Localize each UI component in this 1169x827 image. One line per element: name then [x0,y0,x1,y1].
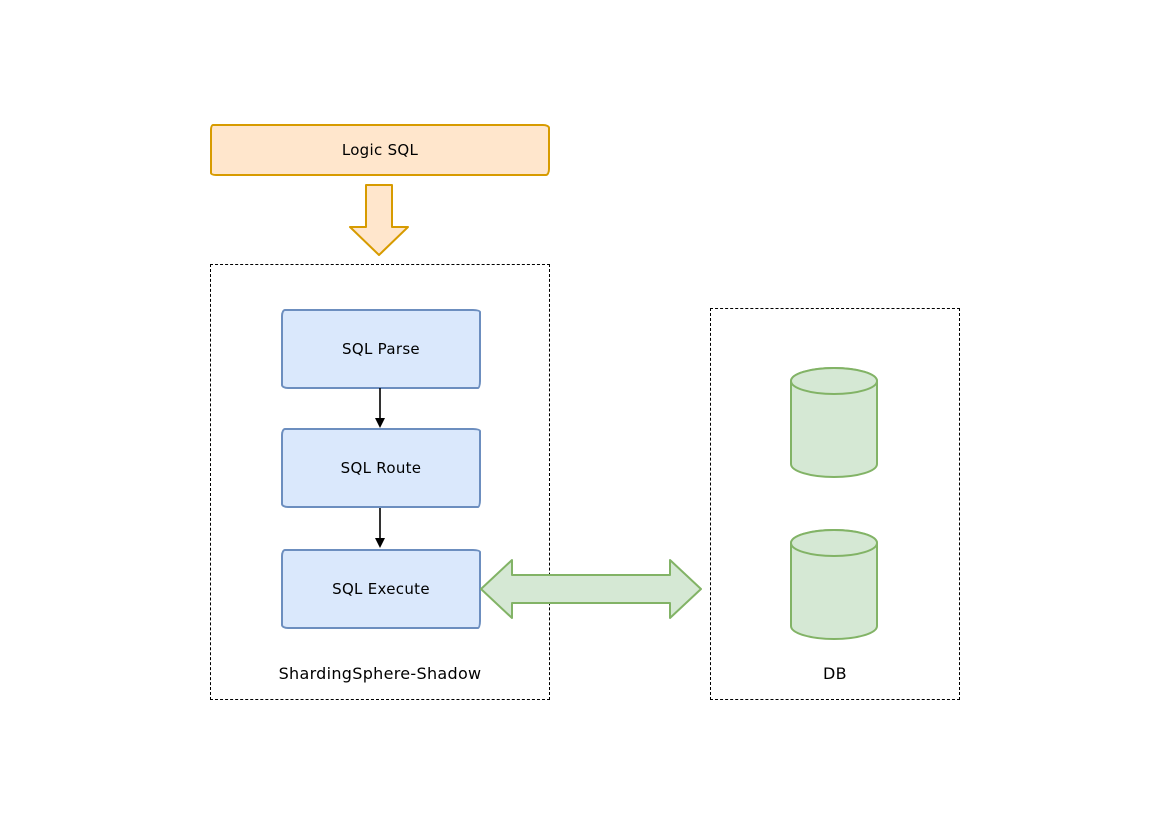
connector-arrow-icon [375,508,385,548]
shardingsphere-shadow-group: ShardingSphere-Shadow [210,264,550,700]
connector-arrow-icon [375,388,385,428]
logic-sql-node: Logic SQL [210,124,550,176]
shadow-group-label: ShardingSphere-Shadow [278,664,482,683]
db-group: DB [710,308,960,700]
sql-route-label: SQL Route [340,459,422,477]
database-cylinder-icon [790,367,878,478]
database-cylinder-icon [790,529,878,640]
down-arrow-icon [349,184,409,256]
sql-execute-node: SQL Execute [281,549,481,629]
sql-route-node: SQL Route [281,428,481,508]
sql-parse-node: SQL Parse [281,309,481,389]
logic-sql-label: Logic SQL [341,141,419,159]
sql-execute-label: SQL Execute [332,580,430,598]
db-group-label: DB [823,664,847,683]
sql-parse-label: SQL Parse [342,340,420,358]
bidirectional-arrow-icon [480,559,702,619]
